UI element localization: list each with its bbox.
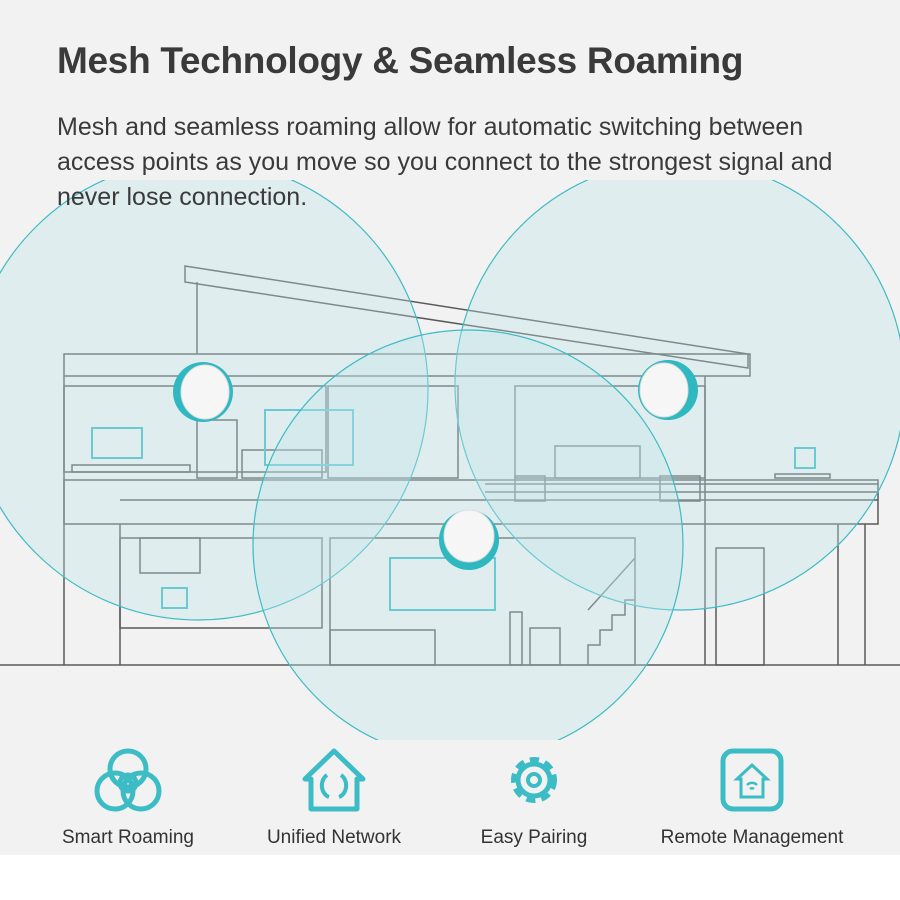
feature-smart-roaming: Smart Roaming bbox=[18, 745, 238, 849]
feature-unified-network: Unified Network bbox=[224, 745, 444, 849]
gear-icon bbox=[511, 757, 557, 803]
access-point-center bbox=[439, 509, 499, 570]
coverage-circles bbox=[0, 180, 900, 740]
feature-label: Smart Roaming bbox=[62, 827, 194, 848]
access-point-right bbox=[638, 360, 698, 420]
house-mesh-illustration bbox=[0, 180, 900, 740]
description: Mesh and seamless roaming allow for auto… bbox=[57, 113, 833, 211]
roaming-circles-icon bbox=[94, 748, 162, 812]
house-sync-icon bbox=[302, 748, 366, 812]
home-wifi-icon bbox=[720, 748, 784, 812]
feature-label: Remote Management bbox=[660, 827, 844, 848]
access-point-left bbox=[173, 362, 233, 422]
feature-remote-management: Remote Management bbox=[642, 745, 862, 849]
feature-label: Unified Network bbox=[266, 827, 402, 848]
feature-label: Easy Pairing bbox=[480, 827, 588, 848]
page-title: Mesh Technology & Seamless Roaming bbox=[57, 40, 744, 81]
feature-easy-pairing: Easy Pairing bbox=[424, 745, 644, 849]
feature-list: Smart Roaming Unified Network Easy Pairi… bbox=[0, 745, 900, 855]
bottom-strip bbox=[0, 855, 900, 900]
teal-furniture bbox=[91, 409, 816, 611]
